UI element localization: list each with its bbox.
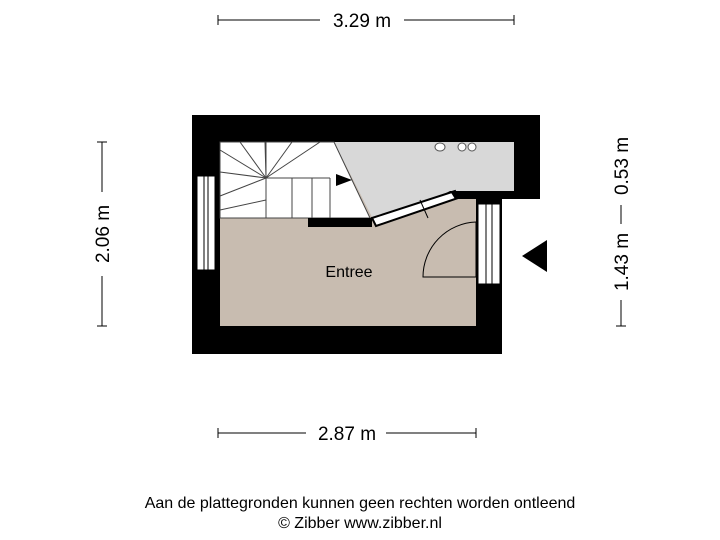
footer-copyright: © Zibber www.zibber.nl: [278, 515, 442, 532]
landing-floor: [220, 142, 514, 223]
dimension-top-label: 3.29 m: [333, 11, 391, 32]
fixture-icons: [434, 142, 477, 152]
dimension-right-lower-label: 1.43 m: [612, 233, 633, 291]
dimension-bottom-label: 2.87 m: [318, 424, 376, 445]
interior-door-leaf: [419, 199, 429, 219]
entrance-arrow-icon: [522, 240, 547, 272]
interior-wall-stairs: [308, 218, 372, 227]
footer-disclaimer: Aan de plattegronden kunnen geen rechten…: [144, 495, 576, 512]
dimension-bottom: [217, 428, 477, 438]
dimension-right-upper-label: 0.53 m: [612, 137, 633, 195]
front-door-frame: [477, 203, 501, 285]
left-window: [196, 175, 216, 271]
stair-direction-arrow: [336, 174, 352, 186]
dimension-left: [97, 141, 107, 327]
stair-steps: [219, 141, 331, 218]
dimension-left-label: 2.06 m: [93, 205, 114, 263]
dimension-top: [217, 15, 515, 25]
landing-wall: [450, 191, 514, 199]
dimension-right: [616, 205, 626, 327]
front-door-swing: [422, 221, 477, 278]
room-label-entree: Entree: [325, 264, 372, 281]
